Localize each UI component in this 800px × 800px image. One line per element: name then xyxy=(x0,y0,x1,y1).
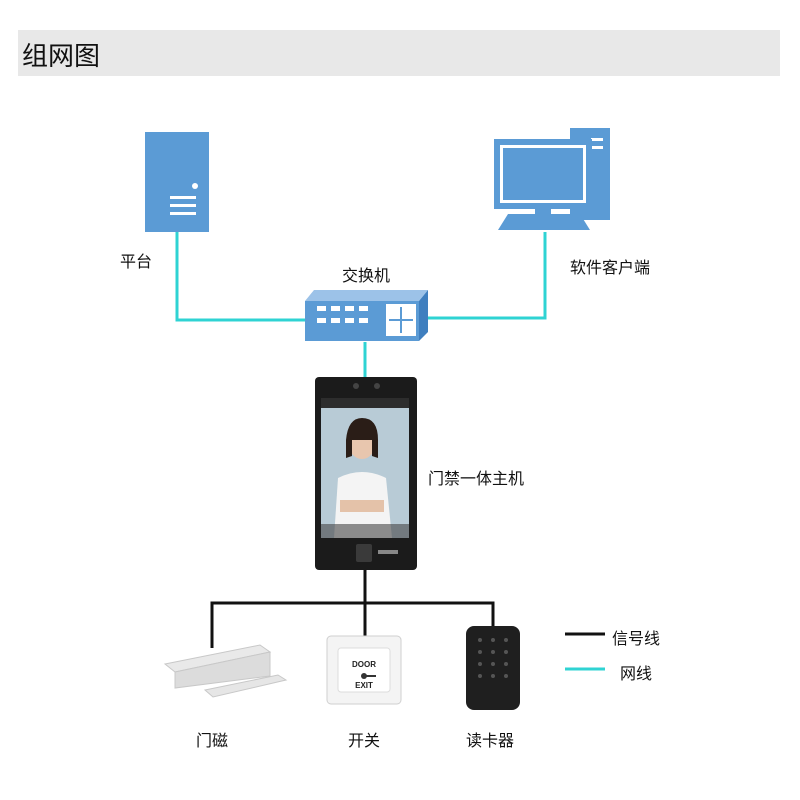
platform-label: 平台 xyxy=(120,252,153,271)
switch-icon xyxy=(305,290,428,341)
signal-bus-line xyxy=(210,601,495,648)
switch-label: 交换机 xyxy=(342,266,391,285)
exit-button-label: 开关 xyxy=(348,731,381,750)
signal-lines xyxy=(210,570,495,648)
terminal-label: 门禁一体主机 xyxy=(428,469,525,488)
exit-button-device xyxy=(326,635,402,705)
server-icon xyxy=(145,132,209,232)
legend-signal-label: 信号线 xyxy=(612,629,661,648)
card-reader-device xyxy=(466,626,520,710)
page-title: 组网图 xyxy=(22,42,101,72)
exit-bottom-text: EXIT xyxy=(355,681,373,690)
legend-network-label: 网线 xyxy=(620,664,653,683)
computer-icon xyxy=(494,128,610,230)
network-lines xyxy=(175,232,547,378)
card-reader-label: 读卡器 xyxy=(466,731,515,750)
exit-top-text: DOOR xyxy=(352,660,376,669)
door-magnet-label: 门磁 xyxy=(196,731,229,750)
door-magnet-device xyxy=(163,644,288,698)
client-label: 软件客户端 xyxy=(570,258,651,277)
platform-to-switch-line xyxy=(175,232,305,322)
legend xyxy=(565,632,605,671)
title-bar: 组网图 xyxy=(18,30,780,76)
terminal-device xyxy=(315,377,417,570)
client-to-switch-line xyxy=(425,232,547,320)
